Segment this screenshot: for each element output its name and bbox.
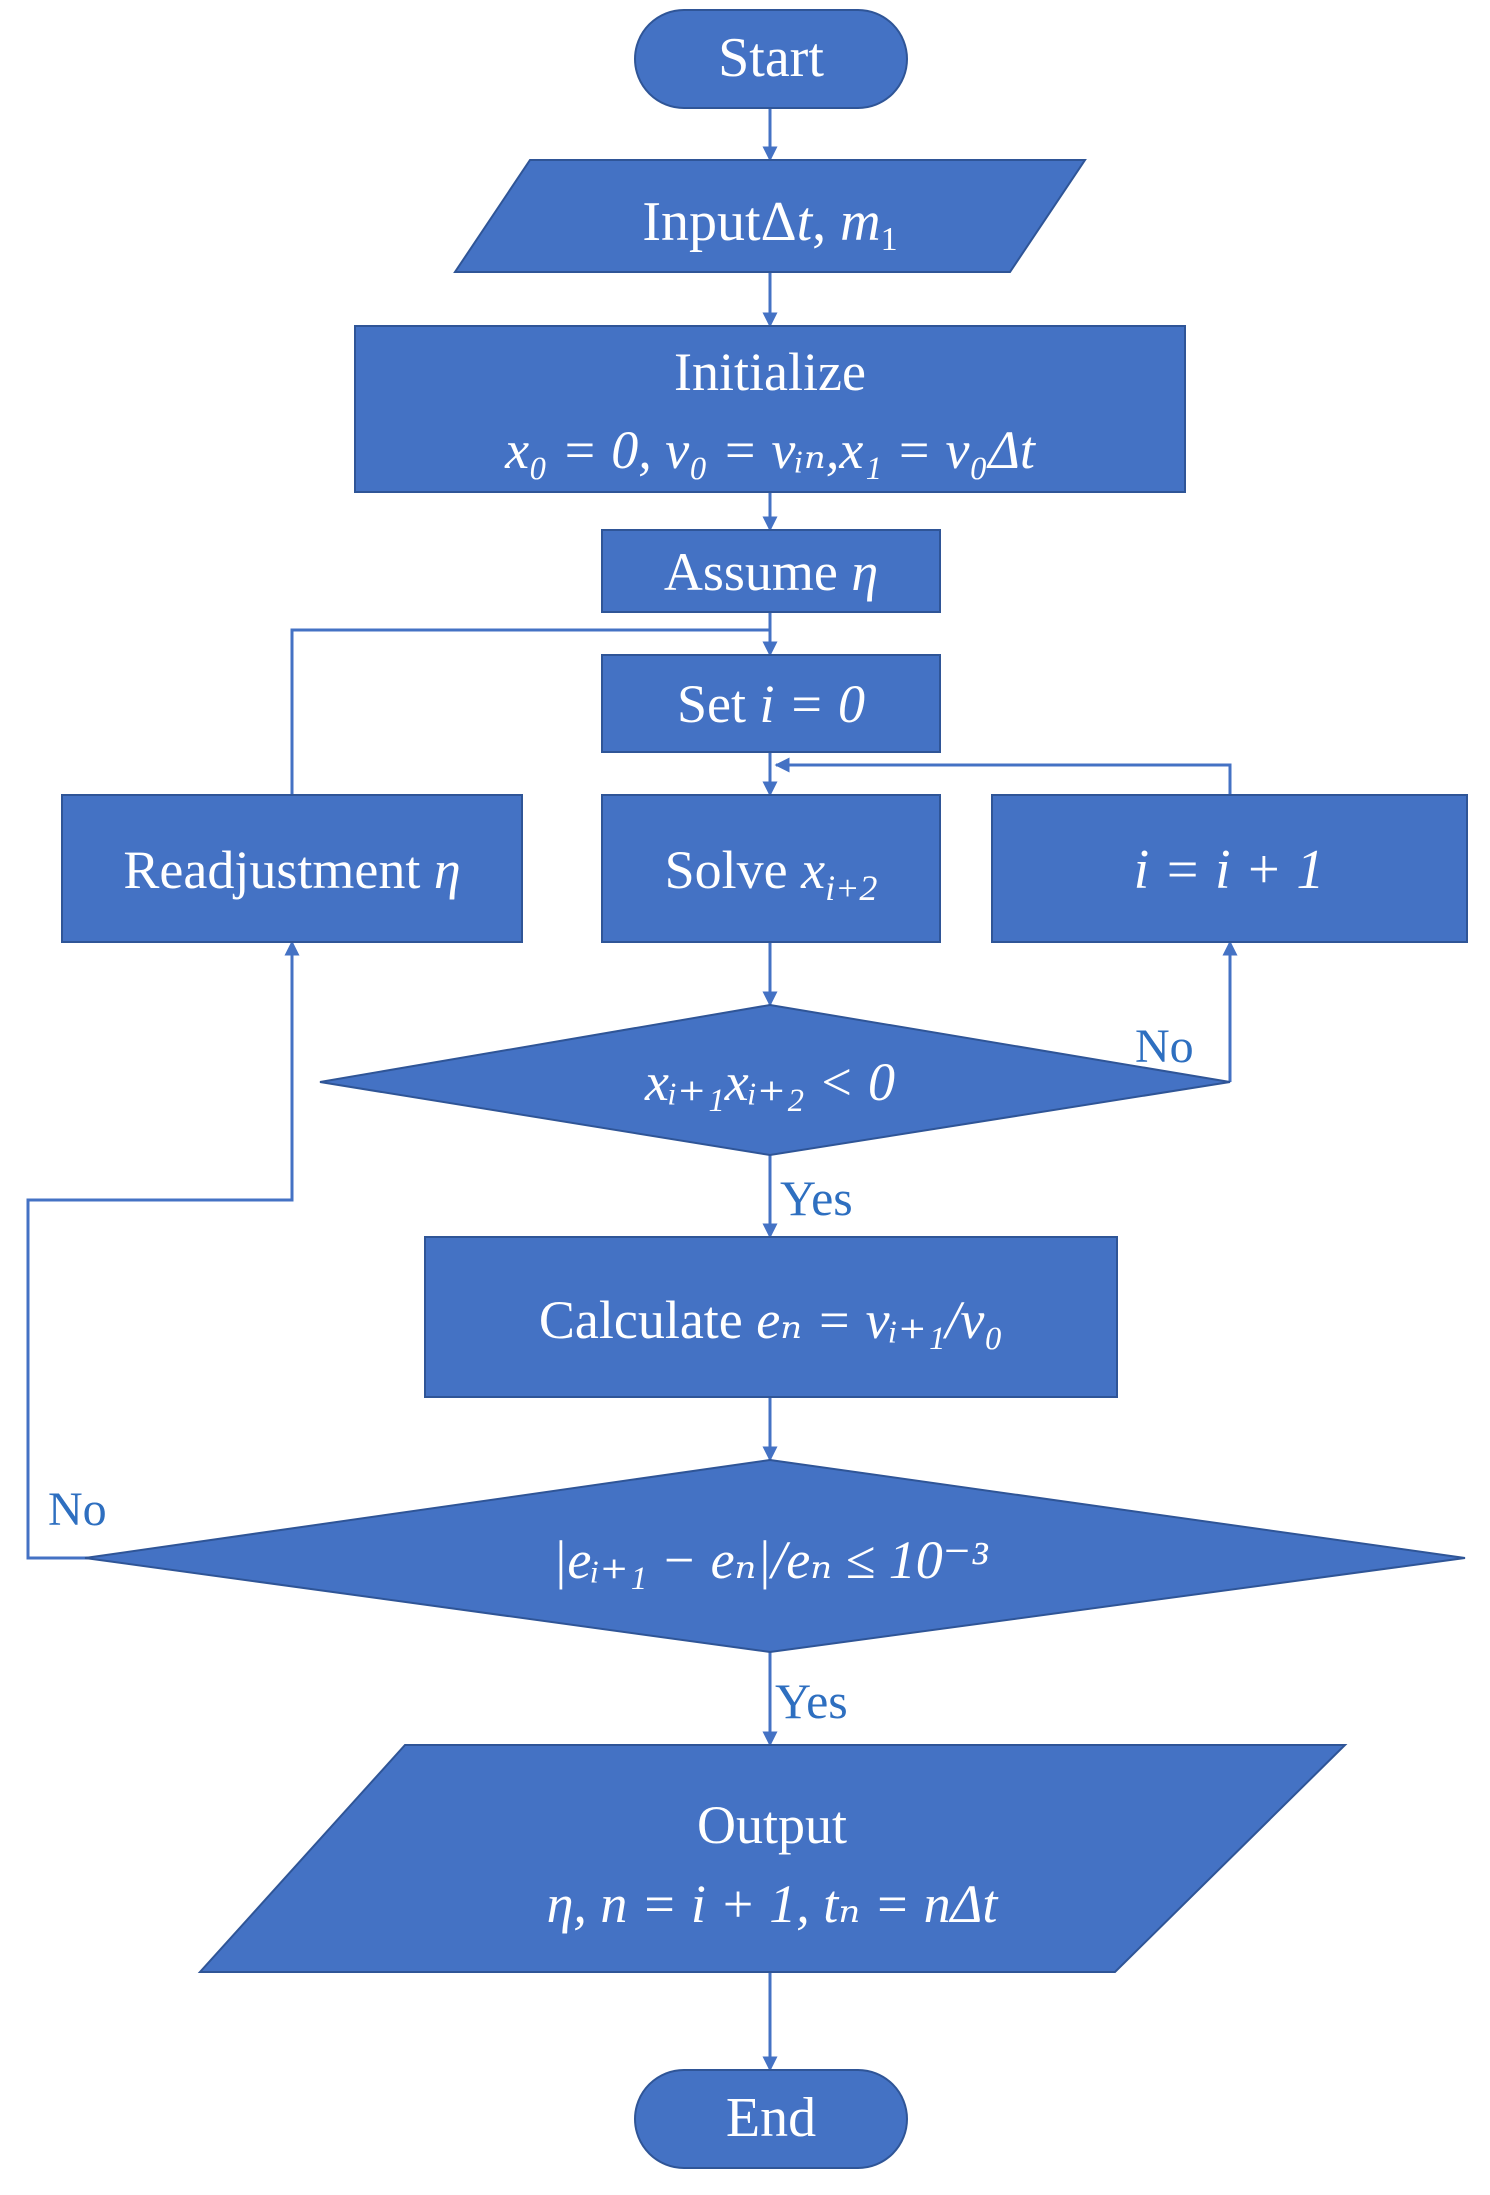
end-node: End <box>634 2069 908 2169</box>
start-node: Start <box>634 9 908 109</box>
assume-node: Assume η <box>601 529 941 613</box>
solve-shape <box>601 794 941 943</box>
end-shape <box>634 2069 908 2169</box>
decision1-label: xᵢ₊₁xᵢ₊₂ < 0 <box>644 1052 895 1112</box>
increment-label: i = i + 1 <box>1134 839 1325 901</box>
calculate-shape <box>424 1236 1118 1398</box>
arrow-decision2-no-to-readjust <box>26 940 300 1560</box>
label-no-1: No <box>1135 1020 1194 1073</box>
solve-label: Solve xi+2 <box>665 840 878 908</box>
decision2-node: |eᵢ₊₁ − eₙ|/eₙ ≤ 10⁻³ <box>84 1458 1466 1654</box>
start-shape <box>634 9 908 109</box>
initialize-shape <box>354 325 1186 493</box>
initialize-node: Initialize x₀ = 0, v₀ = vᵢₙ,x₁ = v₀Δt <box>354 325 1186 493</box>
decision1-shape <box>319 1003 1231 1157</box>
output-formula: η, n = i + 1, tₙ = nΔt <box>547 1874 1000 1934</box>
calculate-label: Calculate eₙ = vᵢ₊₁/v₀ <box>539 1290 1003 1350</box>
assume-label: Assume η <box>664 542 878 602</box>
set-i-node: Set i = 0 <box>601 654 941 753</box>
assume-shape <box>601 529 941 613</box>
increment-shape <box>991 794 1468 943</box>
increment-node: i = i + 1 <box>991 794 1468 943</box>
decision2-shape <box>84 1458 1466 1654</box>
set-i-label: Set i = 0 <box>677 674 865 734</box>
set-i-shape <box>601 654 941 753</box>
label-no-2: No <box>48 1483 107 1536</box>
readjust-node: Readjustment η <box>61 794 523 943</box>
calculate-node: Calculate eₙ = vᵢ₊₁/v₀ <box>424 1236 1118 1398</box>
decision1-node: xᵢ₊₁xᵢ₊₂ < 0 <box>319 1003 1231 1157</box>
decision2-label: |eᵢ₊₁ − eₙ|/eₙ ≤ 10⁻³ <box>553 1530 989 1590</box>
arrow-readjust-loop-back <box>290 628 772 795</box>
output-node: Output η, n = i + 1, tₙ = nΔt <box>197 1744 1348 1973</box>
input-label: InputΔt, m1 <box>642 191 897 258</box>
readjust-shape <box>61 794 523 943</box>
label-yes-2: Yes <box>775 1673 848 1729</box>
initialize-title: Initialize <box>674 342 866 402</box>
arrow-increment-loop-back <box>774 757 1232 795</box>
start-label: Start <box>718 27 824 89</box>
solve-node: Solve xi+2 <box>601 794 941 943</box>
readjust-label: Readjustment η <box>123 840 460 900</box>
input-shape <box>453 159 1087 273</box>
output-shape <box>197 1744 1348 1973</box>
input-node: InputΔt, m1 <box>453 159 1087 273</box>
initialize-formula: x₀ = 0, v₀ = vᵢₙ,x₁ = v₀Δt <box>504 420 1037 480</box>
output-title: Output <box>697 1795 847 1855</box>
end-label: End <box>726 2087 816 2149</box>
connectors <box>26 108 1238 2072</box>
label-yes-1: Yes <box>780 1170 853 1226</box>
